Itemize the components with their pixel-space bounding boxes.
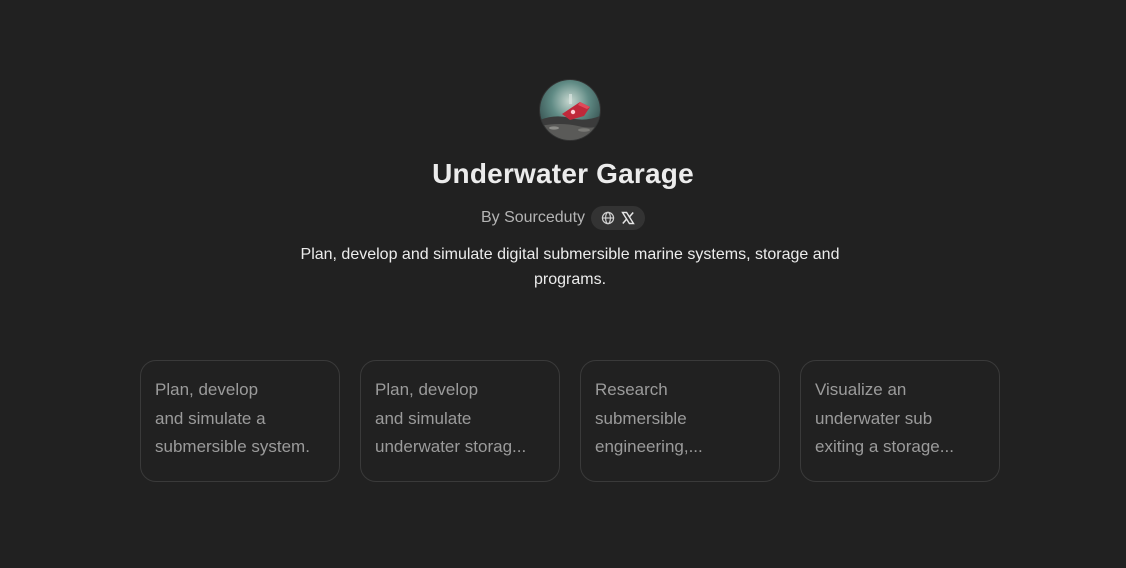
starter-text: submersible system. [155,437,310,456]
starter-card[interactable]: Plan, develop and simulate underwater st… [360,360,560,482]
starter-text: underwater storag... [375,437,527,456]
starter-card[interactable]: Research submersible engineering,... [580,360,780,482]
conversation-starters: Plan, develop and simulate a submersible… [140,360,1000,482]
starter-card[interactable]: Visualize an underwater sub exiting a st… [800,360,1000,482]
x-logo-icon[interactable] [621,211,635,225]
starter-text: underwater sub [815,408,933,428]
gpt-title: Underwater Garage [432,158,694,189]
globe-icon[interactable] [601,211,615,225]
starter-text: and simulate [375,408,472,428]
starter-text: and simulate a [155,408,266,428]
author-byline: By Sourceduty [480,209,586,226]
starter-text: Plan, develop [155,380,259,399]
gpt-avatar [540,80,600,140]
starter-card[interactable]: Plan, develop and simulate a submersible… [140,360,340,482]
starter-text: engineering,... [595,437,703,456]
starter-text: exiting a storage... [815,437,954,456]
starter-text: Plan, develop [375,380,479,399]
starter-text: submersible [595,408,687,428]
author-links [591,206,646,230]
byline-row: By Sourceduty [0,206,1126,230]
starter-text: Visualize an [815,380,907,399]
gpt-description: Plan, develop and simulate digital subme… [300,246,840,288]
starter-text: Research [595,380,668,399]
